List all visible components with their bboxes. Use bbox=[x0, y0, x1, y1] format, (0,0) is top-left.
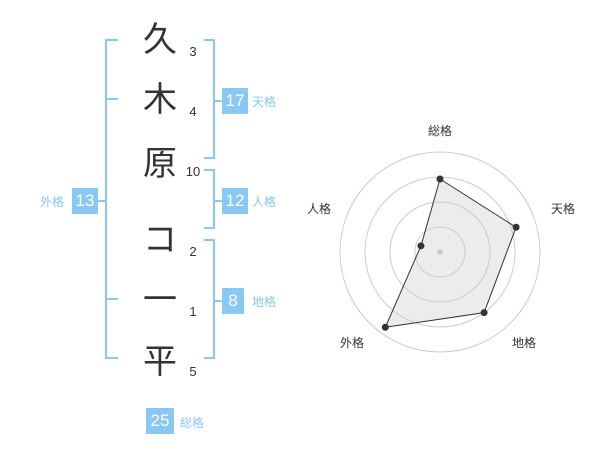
radar-point-2 bbox=[512, 223, 520, 231]
tenkaku-badge: 17 bbox=[222, 88, 248, 114]
radar-ring bbox=[389, 201, 491, 303]
radar-point-3 bbox=[480, 309, 488, 317]
soukaku-badge: 25 bbox=[146, 408, 174, 434]
radar-axis-label-soukaku: 総格 bbox=[428, 124, 453, 138]
radar-axis-label-jinkaku: 人格 bbox=[307, 202, 332, 216]
name-char-2: 木 bbox=[143, 80, 177, 120]
gaikaku-bracket bbox=[105, 39, 118, 359]
radar-axis-label-chikaku: 地格 bbox=[512, 336, 537, 350]
stroke-count-1: 3 bbox=[189, 44, 197, 59]
stroke-count-3: 10 bbox=[185, 164, 201, 179]
tenkaku-bracket bbox=[204, 39, 215, 159]
chikaku-label: 地格 bbox=[252, 295, 277, 309]
name-char-5: 一 bbox=[143, 280, 177, 320]
radar-axis-label-gaikaku: 外格 bbox=[340, 336, 365, 350]
jinkaku-label: 人格 bbox=[252, 195, 277, 209]
stroke-count-6: 5 bbox=[189, 364, 197, 379]
stroke-count-4: 2 bbox=[189, 244, 197, 259]
name-char-1: 久 bbox=[143, 20, 177, 60]
gaikaku-label: 外格 bbox=[40, 195, 65, 209]
radar-center-dot bbox=[437, 249, 443, 255]
radar-point-1 bbox=[436, 175, 444, 183]
radar-axis-label-tenkaku: 天格 bbox=[551, 202, 576, 216]
stroke-count-2: 4 bbox=[189, 104, 197, 119]
gaikaku-badge: 13 bbox=[72, 188, 98, 214]
soukaku-label: 総格 bbox=[180, 416, 205, 430]
name-char-3: 原 bbox=[143, 144, 177, 184]
chikaku-bracket bbox=[204, 239, 215, 359]
stroke-count-5: 1 bbox=[189, 304, 197, 319]
radar-points bbox=[381, 175, 520, 331]
radar-ring bbox=[414, 226, 466, 278]
radar-point-4 bbox=[381, 323, 389, 331]
chikaku-badge: 8 bbox=[222, 288, 244, 314]
radar-ring bbox=[339, 151, 541, 353]
radar-point-5 bbox=[417, 242, 425, 250]
name-char-6: 平 bbox=[143, 342, 177, 382]
name-char-4: コ bbox=[143, 220, 177, 260]
tenkaku-label: 天格 bbox=[252, 95, 277, 109]
radar-data-area bbox=[384, 178, 517, 328]
jinkaku-badge: 12 bbox=[222, 188, 248, 214]
jinkaku-bracket bbox=[204, 169, 215, 229]
